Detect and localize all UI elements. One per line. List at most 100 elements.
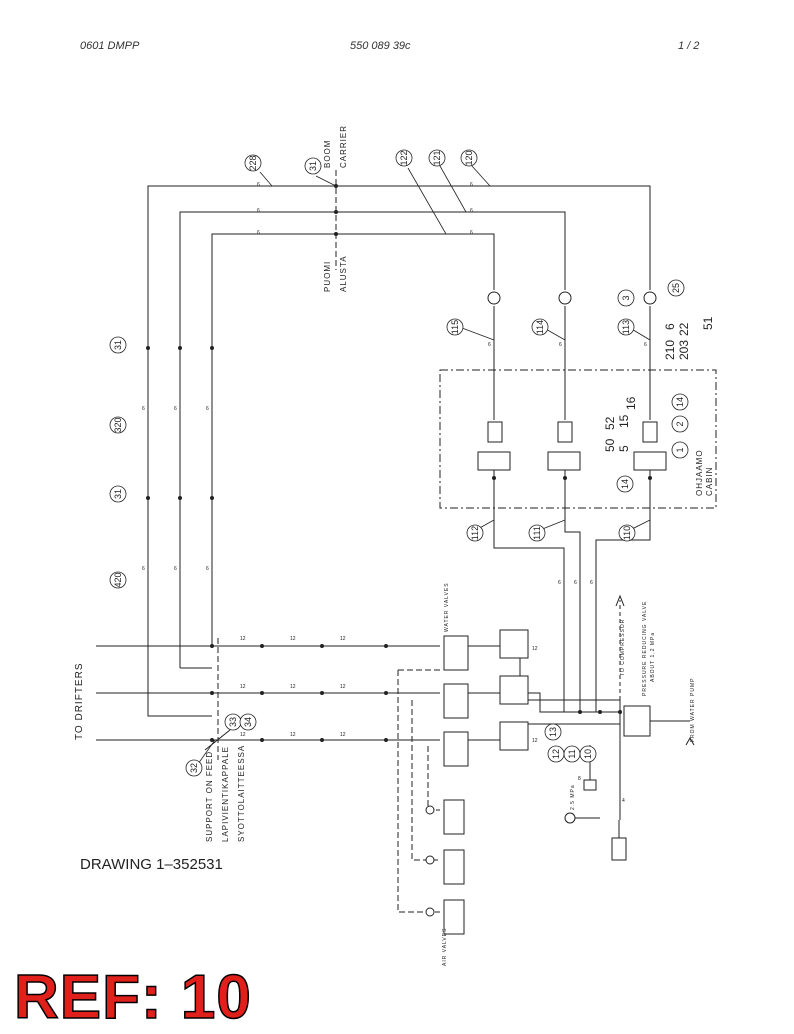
stack-a-1: 210 xyxy=(663,340,677,360)
balloon-1: 1 xyxy=(671,441,689,459)
svg-text:4: 4 xyxy=(622,798,625,804)
svg-text:6: 6 xyxy=(257,230,260,236)
svg-text:6: 6 xyxy=(470,230,473,236)
reference-label: REF: 10 xyxy=(13,962,252,1033)
svg-text:320: 320 xyxy=(113,417,123,432)
svg-text:122: 122 xyxy=(399,150,409,165)
stack-b-1: 50 xyxy=(603,438,617,452)
svg-text:12: 12 xyxy=(340,732,346,738)
svg-text:3: 3 xyxy=(621,295,631,300)
balloon-3: 3 xyxy=(617,289,635,307)
svg-text:6: 6 xyxy=(488,342,491,348)
svg-text:13: 13 xyxy=(548,727,558,737)
stack-a-3: 6 xyxy=(663,323,677,330)
svg-text:8: 8 xyxy=(578,776,581,782)
svg-text:10: 10 xyxy=(583,749,593,759)
svg-text:6: 6 xyxy=(142,406,145,412)
balloon-120: 120 xyxy=(460,149,478,167)
stack-b-4: 15 xyxy=(617,414,631,428)
junction-dots xyxy=(146,184,652,742)
label-syottolaitteessa: SYOTTOLAITTEESSA xyxy=(237,745,246,842)
label-carrier: CARRIER xyxy=(339,125,348,168)
svg-text:6: 6 xyxy=(590,580,593,586)
svg-text:12: 12 xyxy=(340,684,346,690)
svg-text:228: 228 xyxy=(248,155,258,170)
svg-text:12: 12 xyxy=(240,636,246,642)
label-cabin: CABIN xyxy=(705,467,714,496)
balloon-13: 13 xyxy=(544,723,562,741)
svg-text:12: 12 xyxy=(290,636,296,642)
water-valves xyxy=(425,629,529,935)
balloon-113: 113 xyxy=(617,318,635,336)
header-page-number: 1 / 2 xyxy=(678,40,700,52)
svg-text:6: 6 xyxy=(470,208,473,214)
balloon-12: 12 xyxy=(547,745,565,763)
balloon-320: 320 xyxy=(109,416,127,434)
balloon-31-top: 31 xyxy=(304,157,322,175)
svg-text:6: 6 xyxy=(206,566,209,572)
svg-text:115: 115 xyxy=(450,320,460,334)
balloon-228: 228 xyxy=(244,154,262,172)
svg-text:6: 6 xyxy=(174,406,177,412)
svg-text:12: 12 xyxy=(240,684,246,690)
svg-text:34: 34 xyxy=(243,717,253,727)
svg-text:32: 32 xyxy=(189,763,199,773)
svg-text:33: 33 xyxy=(228,717,238,727)
svg-text:1: 1 xyxy=(675,447,685,452)
balloon-112: 112 xyxy=(466,524,484,542)
svg-text:112: 112 xyxy=(470,526,480,540)
label-air-valves: AIR VALVES xyxy=(442,928,448,966)
balloon-14: 14 xyxy=(671,393,689,411)
svg-text:12: 12 xyxy=(532,738,538,744)
label-boom: BOOM xyxy=(323,140,332,168)
label-water-valves: WATER VALVES xyxy=(444,582,450,632)
balloon-11: 11 xyxy=(563,745,581,763)
svg-text:6: 6 xyxy=(574,580,577,586)
svg-text:12: 12 xyxy=(340,636,346,642)
label-support-on-feed: SUPPORT ON FEED xyxy=(205,751,214,842)
svg-text:2: 2 xyxy=(675,421,685,426)
label-lapivientikappale: LAPIVIENTIKAPPALE xyxy=(221,746,230,842)
svg-text:6: 6 xyxy=(174,566,177,572)
balloon-114: 114 xyxy=(531,318,549,336)
stack-b-5: 16 xyxy=(624,396,638,410)
diagram-labels: BOOM CARRIER PUOMI ALUSTA OHJAAMO CABIN … xyxy=(74,125,714,966)
svg-text:121: 121 xyxy=(432,150,442,165)
label-to-drifters: TO DRIFTERS xyxy=(74,663,85,740)
svg-text:25: 25 xyxy=(671,283,681,293)
label-alusta: ALUSTA xyxy=(339,255,348,292)
line-size-markers: 6 6 6 6 6 6 6 6 6 6 6 6 6 6 6 6 6 6 12 1… xyxy=(142,182,647,804)
svg-text:6: 6 xyxy=(142,566,145,572)
balloon-32: 32 xyxy=(185,759,203,777)
drawing-number: DRAWING 1–352531 xyxy=(80,856,223,873)
svg-text:6: 6 xyxy=(257,182,260,188)
svg-text:114: 114 xyxy=(535,320,545,334)
balloon-111: 111 xyxy=(528,524,546,542)
svg-text:12: 12 xyxy=(240,732,246,738)
svg-text:31: 31 xyxy=(113,489,123,499)
svg-text:6: 6 xyxy=(257,208,260,214)
balloon-110: 110 xyxy=(618,524,636,542)
svg-text:12: 12 xyxy=(551,749,561,759)
svg-text:120: 120 xyxy=(464,150,474,165)
stack-a-2: 203 xyxy=(677,340,691,360)
balloon-2: 2 xyxy=(671,415,689,433)
svg-text:6: 6 xyxy=(644,342,647,348)
stack-b-3: 52 xyxy=(603,416,617,430)
stack-a-4: 22 xyxy=(677,322,691,336)
stack-a-5: 51 xyxy=(701,316,715,330)
label-about-pressure: ABOUT 1,2 MPa xyxy=(650,632,656,682)
svg-text:31: 31 xyxy=(308,161,318,171)
svg-text:420: 420 xyxy=(113,572,123,587)
balloon-14b: 14 xyxy=(616,475,634,493)
svg-text:12: 12 xyxy=(532,646,538,652)
label-ohjaamo: OHJAAMO xyxy=(695,449,704,496)
stacked-part-numbers: 210 203 6 22 51 50 5 52 15 16 xyxy=(603,316,715,452)
label-from-water-pump: FROM WATER PUMP xyxy=(690,678,696,742)
balloon-115: 115 xyxy=(446,318,464,336)
svg-text:6: 6 xyxy=(206,406,209,412)
svg-text:14: 14 xyxy=(620,479,630,489)
leader-lines xyxy=(197,165,651,765)
svg-text:111: 111 xyxy=(532,526,542,540)
